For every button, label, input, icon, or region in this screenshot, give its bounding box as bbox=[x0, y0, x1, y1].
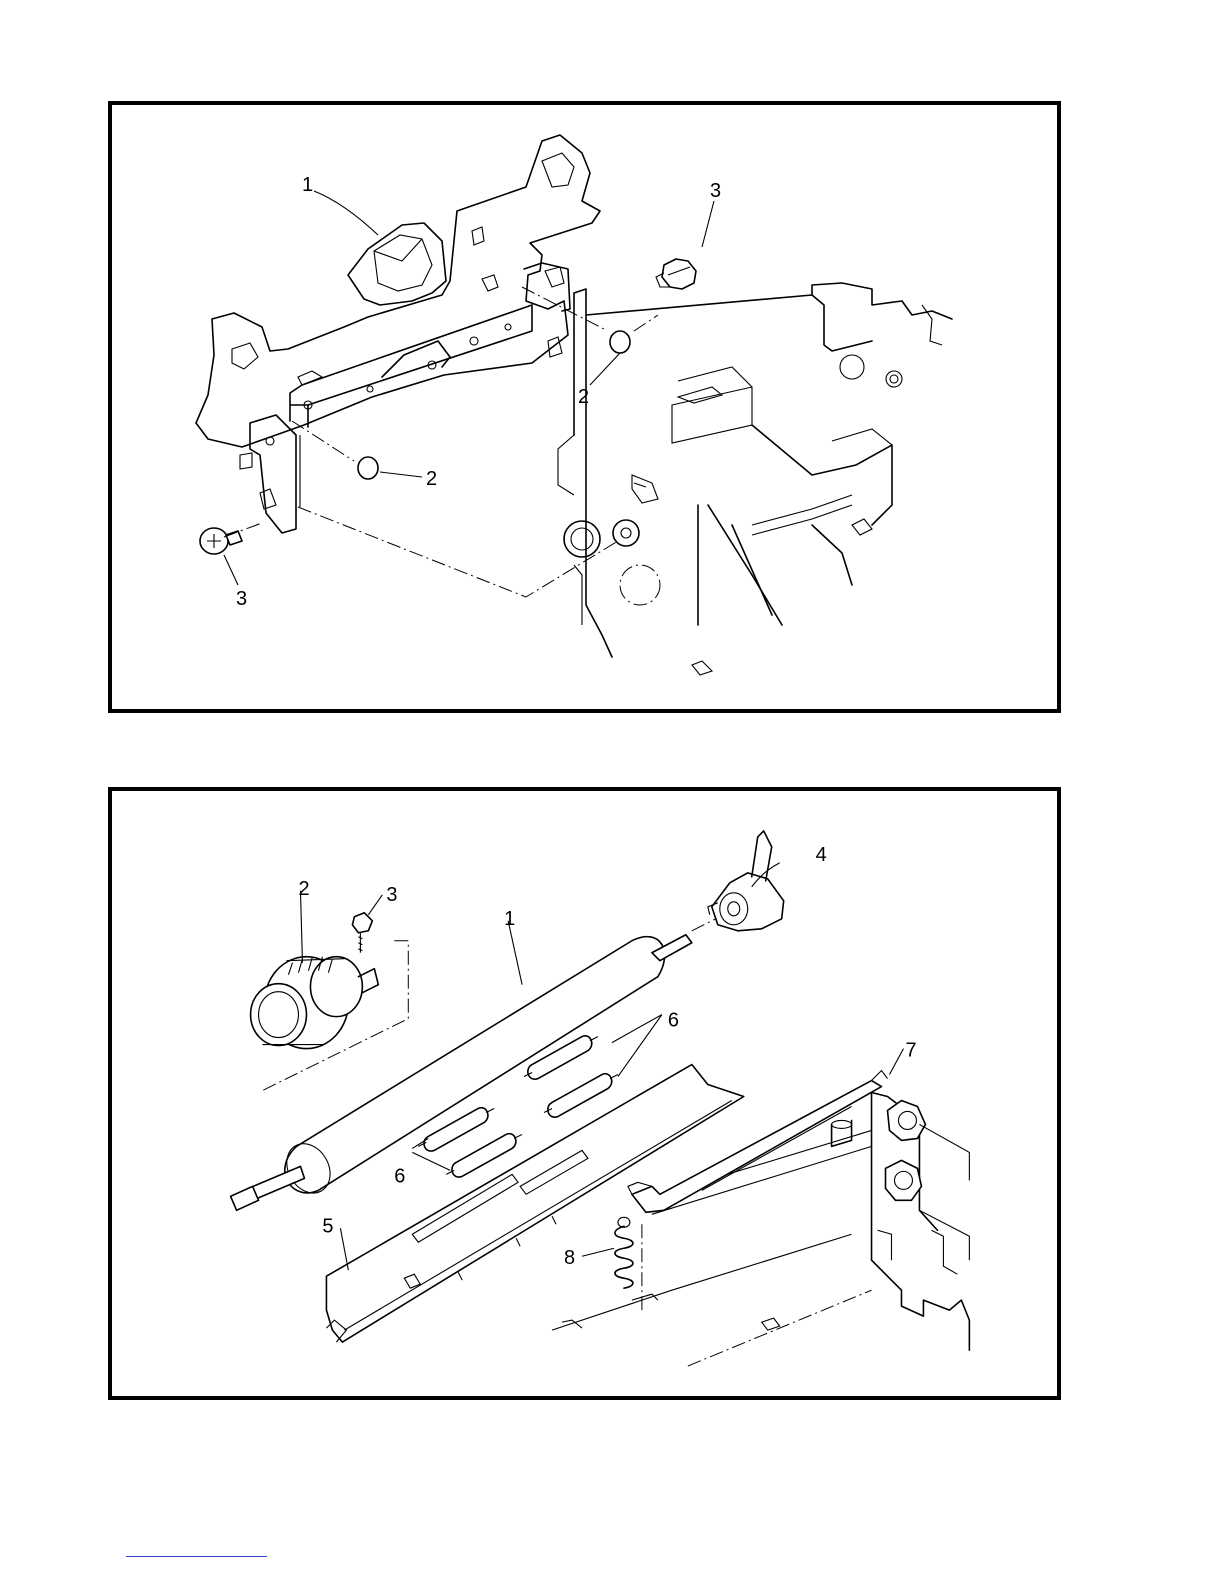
bearing-holder bbox=[692, 831, 784, 931]
callout-4: 4 bbox=[816, 844, 827, 866]
spring bbox=[615, 1217, 633, 1288]
roller-assembly-drawing: 4 2 3 1 6 7 6 5 8 bbox=[112, 791, 1057, 1395]
callout-1: 1 bbox=[302, 174, 313, 196]
callout-6: 6 bbox=[668, 1010, 679, 1032]
screw bbox=[352, 913, 372, 953]
callout-1: 1 bbox=[504, 908, 515, 930]
callout-6: 6 bbox=[394, 1165, 405, 1187]
drive-gear bbox=[251, 941, 409, 1091]
callout-2: 2 bbox=[578, 386, 589, 408]
callout-8: 8 bbox=[564, 1247, 575, 1269]
callout-labels: 4 2 3 1 6 7 6 5 8 bbox=[298, 844, 916, 1269]
callout-7: 7 bbox=[905, 1040, 916, 1062]
callout-2: 2 bbox=[298, 878, 309, 900]
callout-5: 5 bbox=[322, 1215, 333, 1237]
callout-3: 3 bbox=[236, 588, 247, 610]
leader-lines bbox=[300, 863, 903, 1270]
side-bracket bbox=[196, 135, 600, 533]
callout-3: 3 bbox=[710, 180, 721, 202]
callout-3: 3 bbox=[386, 884, 397, 906]
footer-rule bbox=[126, 1556, 267, 1557]
bracket-assembly-drawing: 1 3 2 2 3 bbox=[112, 105, 1057, 709]
exploded-diagram-panel-top: 1 3 2 2 3 bbox=[108, 101, 1061, 713]
callout-2: 2 bbox=[426, 468, 437, 490]
exploded-diagram-panel-bottom: 4 2 3 1 6 7 6 5 8 bbox=[108, 787, 1061, 1400]
